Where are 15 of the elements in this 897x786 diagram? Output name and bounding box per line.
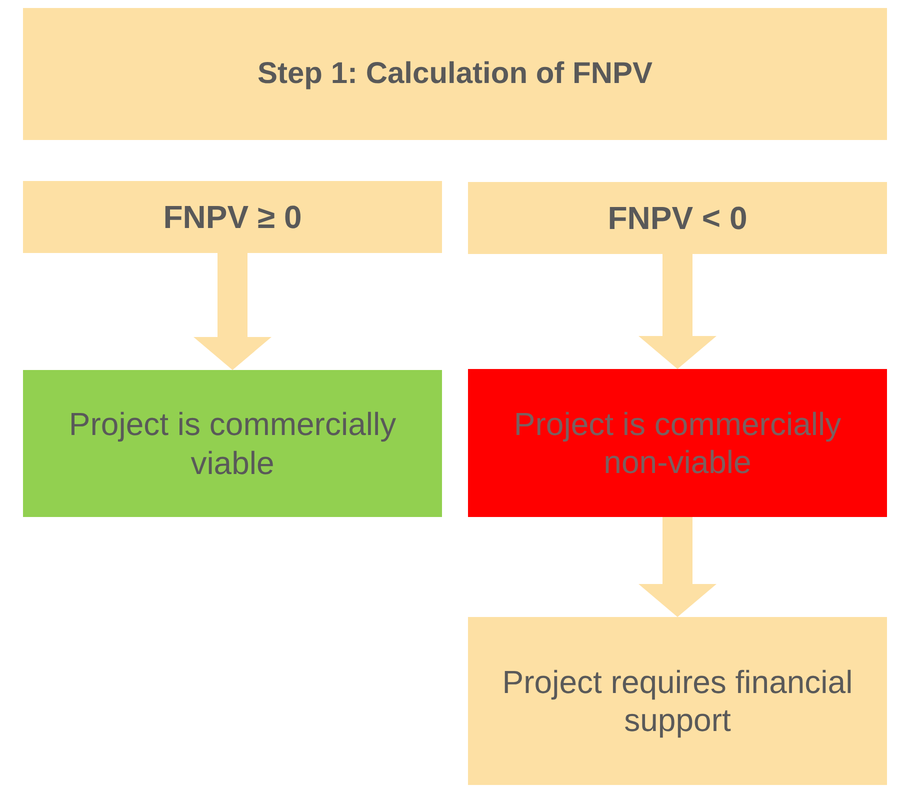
block-arrow bbox=[638, 254, 716, 369]
process-box bbox=[23, 181, 442, 253]
process-box bbox=[23, 370, 442, 517]
box-label: FNPV ≥ 0 bbox=[163, 198, 302, 236]
box-label: Project is commercially viable bbox=[68, 405, 398, 482]
box-label: Step 1: Calculation of FNPV bbox=[257, 56, 653, 92]
process-box bbox=[468, 617, 887, 785]
box-label: Project requires financial support bbox=[501, 662, 854, 740]
block-arrow bbox=[638, 517, 716, 617]
box-label: FNPV < 0 bbox=[608, 198, 748, 238]
process-box bbox=[23, 8, 887, 140]
process-box bbox=[468, 182, 887, 254]
box-label: Project is commercially non-viable bbox=[512, 404, 842, 482]
block-arrow bbox=[194, 253, 272, 370]
process-box bbox=[468, 369, 887, 517]
